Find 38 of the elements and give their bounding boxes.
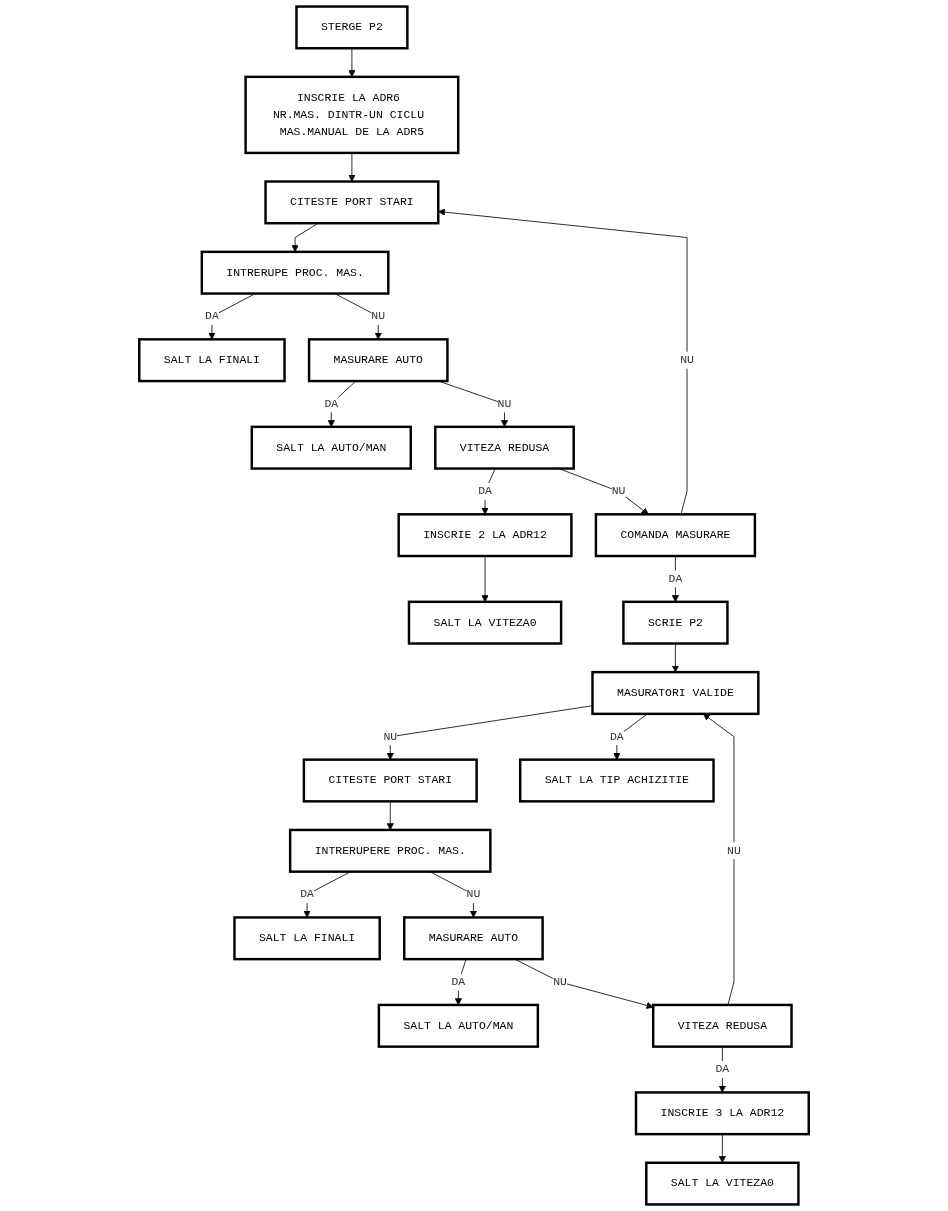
node-box: MASURARE AUTO xyxy=(403,916,544,961)
node-box: STERGE P2 xyxy=(295,5,409,50)
node-box: MASURARE AUTO xyxy=(307,338,449,383)
edge-label: DA xyxy=(300,887,314,901)
edge-label: DA xyxy=(478,484,492,498)
node-box: MASURATORI VALIDE xyxy=(591,670,760,716)
edge-label: NU xyxy=(553,975,567,989)
node-box: SALT LA FINALI xyxy=(233,916,381,961)
edge-label: DA xyxy=(609,729,624,743)
edge-label: NU xyxy=(727,843,741,857)
edge-label: NU xyxy=(611,484,626,498)
node-box: INTRERUPE PROC. MAS. xyxy=(200,250,390,295)
edge-label: DA xyxy=(205,309,219,323)
edge-label: NU xyxy=(680,353,694,367)
node-box: CITESTE PORT STARI xyxy=(302,758,478,803)
edge-label: NU xyxy=(497,396,512,411)
node-box: SALT LA VITEZA0 xyxy=(645,1161,800,1206)
edge-label: DA xyxy=(451,975,466,989)
node-box: VITEZA REDUSA xyxy=(434,425,575,470)
node-box: CITESTE PORT STARI xyxy=(264,180,440,225)
edge-label: DA xyxy=(715,1062,730,1076)
node-box: SALT LA TIP ACHIZITIE xyxy=(518,758,715,803)
node-box: SALT LA AUTO/MAN xyxy=(250,425,412,470)
edge-label: NU xyxy=(466,887,481,901)
node-box: SALT LA AUTO/MAN xyxy=(377,1003,540,1048)
edge-label: DA xyxy=(668,571,683,586)
node-box: INSCRIE LA ADR6 NR.MAS. DINTR-UN CICLU MAS.MANUAL DE LA ADR5 xyxy=(244,75,460,155)
node-box: COMANDA MASURARE xyxy=(594,513,757,558)
node-box: INSCRIE 3 LA ADR12 xyxy=(634,1091,810,1136)
node-box: INSCRIE 2 LA ADR12 xyxy=(397,513,573,558)
node-box: SCRIE P2 xyxy=(622,600,729,645)
node-box: INTRERUPERE PROC. MAS. xyxy=(288,828,492,873)
edge-label: NU xyxy=(371,309,386,323)
node-box: SALT LA FINALI xyxy=(138,338,286,383)
edge-label: NU xyxy=(383,729,398,743)
node-box: SALT LA VITEZA0 xyxy=(407,600,563,645)
edge-label: DA xyxy=(324,396,339,411)
node-box: VITEZA REDUSA xyxy=(651,1003,793,1048)
